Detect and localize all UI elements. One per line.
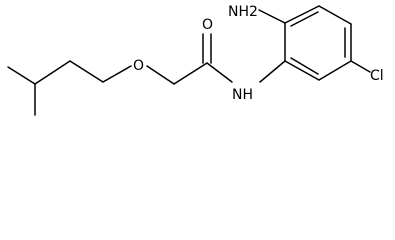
bond-branch-to-chain bbox=[34, 60, 71, 85]
bond-ring-to-chlorine bbox=[350, 60, 371, 73]
bond-chain-1 bbox=[69, 60, 104, 83]
bond-ring-to-amine bbox=[258, 9, 286, 24]
bond-nh-to-ring bbox=[259, 60, 286, 83]
ring-bond-6 bbox=[284, 60, 320, 81]
atom-label-oxygen-carbonyl: O bbox=[202, 17, 213, 33]
bond-methylene-to-carbonyl bbox=[173, 62, 208, 85]
atom-label-amide-nitrogen: NH bbox=[232, 87, 253, 103]
bond-carbonyl-to-nh bbox=[206, 62, 233, 83]
ring-inner-bond-1 bbox=[290, 11, 319, 27]
bond-methyl-branch-top bbox=[7, 66, 36, 85]
ring-inner-bond-3 bbox=[290, 57, 319, 75]
atom-label-chlorine: Cl bbox=[370, 68, 384, 84]
chemical-structure-diagram: NH2 O O NH Cl bbox=[7, 4, 384, 116]
ring-bond-2 bbox=[284, 5, 320, 24]
ring-bond-5 bbox=[318, 60, 352, 81]
atom-label-amine: NH2 bbox=[228, 4, 258, 20]
ring-bond-3 bbox=[318, 5, 352, 25]
bond-oxygen-to-methylene bbox=[146, 65, 175, 85]
bond-chain-to-oxygen bbox=[102, 65, 132, 83]
atom-label-oxygen-ether: O bbox=[133, 58, 144, 74]
